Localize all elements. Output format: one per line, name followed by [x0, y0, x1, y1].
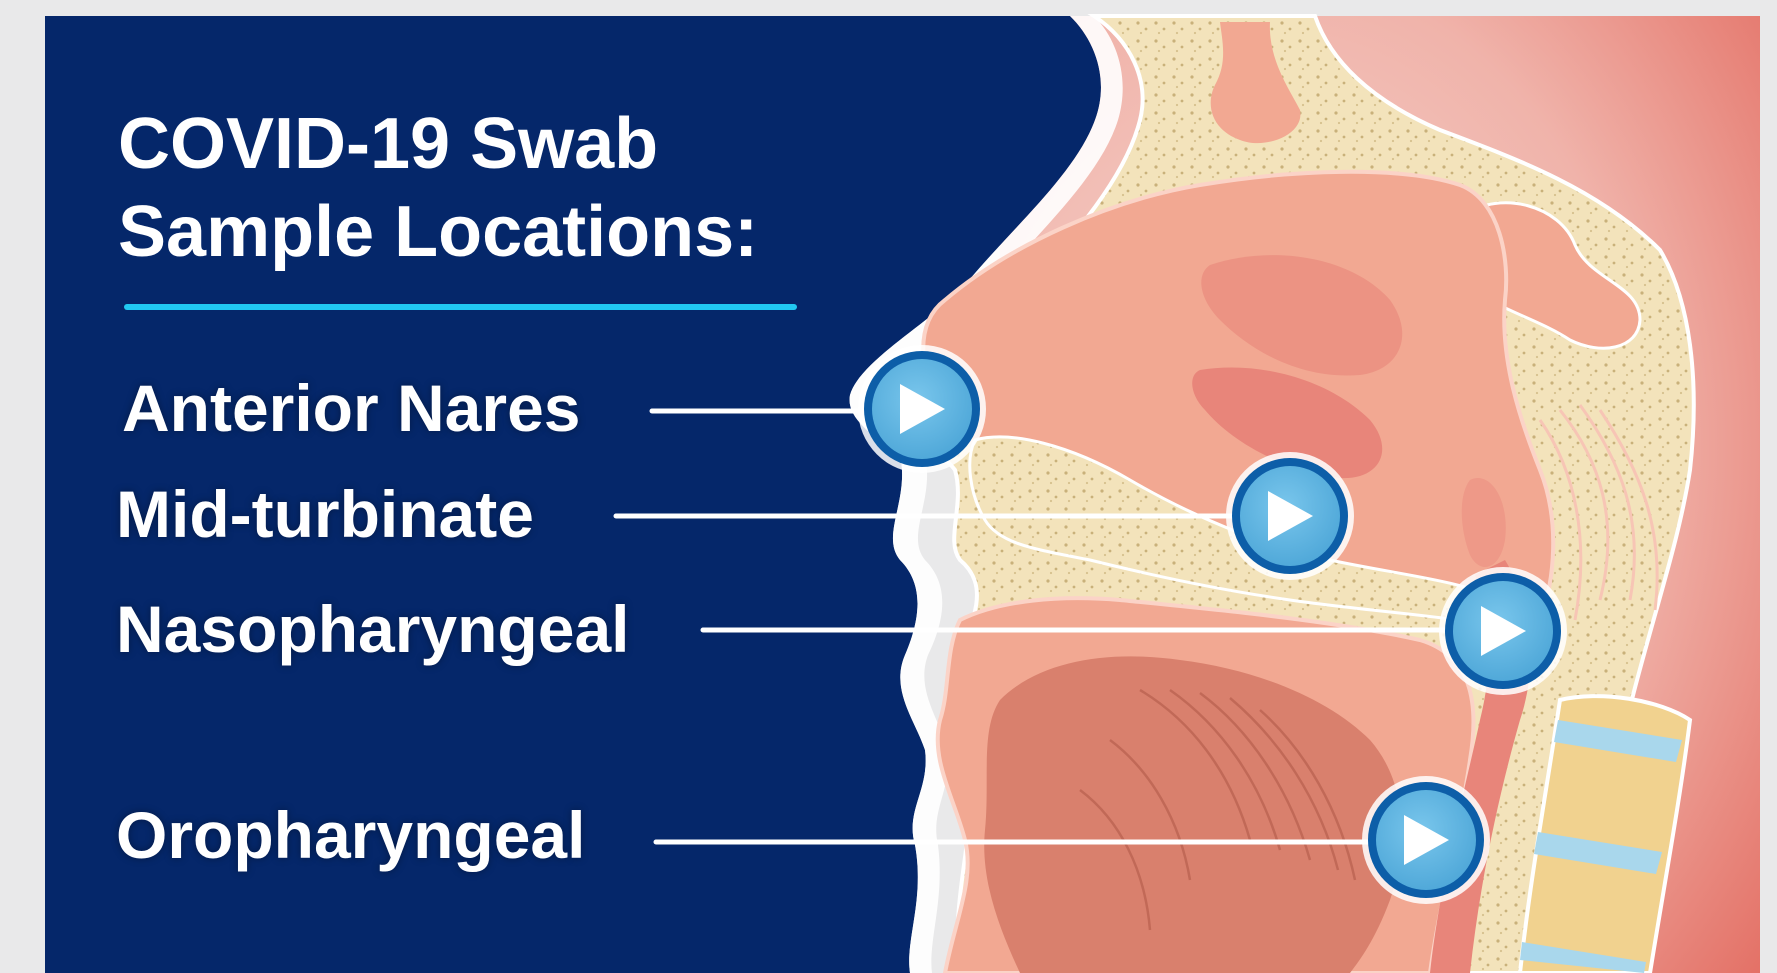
diagram-title: COVID-19 Swab Sample Locations:: [118, 100, 758, 276]
marker-oropharyngeal: [1362, 776, 1490, 904]
title-line-1: COVID-19 Swab: [118, 100, 758, 188]
title-line-2: Sample Locations:: [118, 188, 758, 276]
marker-mid-turbinate: [1226, 452, 1354, 580]
label-mid-turbinate: Mid-turbinate: [116, 474, 534, 554]
marker-anterior-nares: [858, 345, 986, 473]
title-underline: [124, 304, 797, 310]
label-oropharyngeal: Oropharyngeal: [116, 795, 585, 875]
label-anterior-nares: Anterior Nares: [122, 368, 581, 448]
marker-nasopharyngeal: [1439, 567, 1567, 695]
label-nasopharyngeal: Nasopharyngeal: [116, 589, 630, 669]
